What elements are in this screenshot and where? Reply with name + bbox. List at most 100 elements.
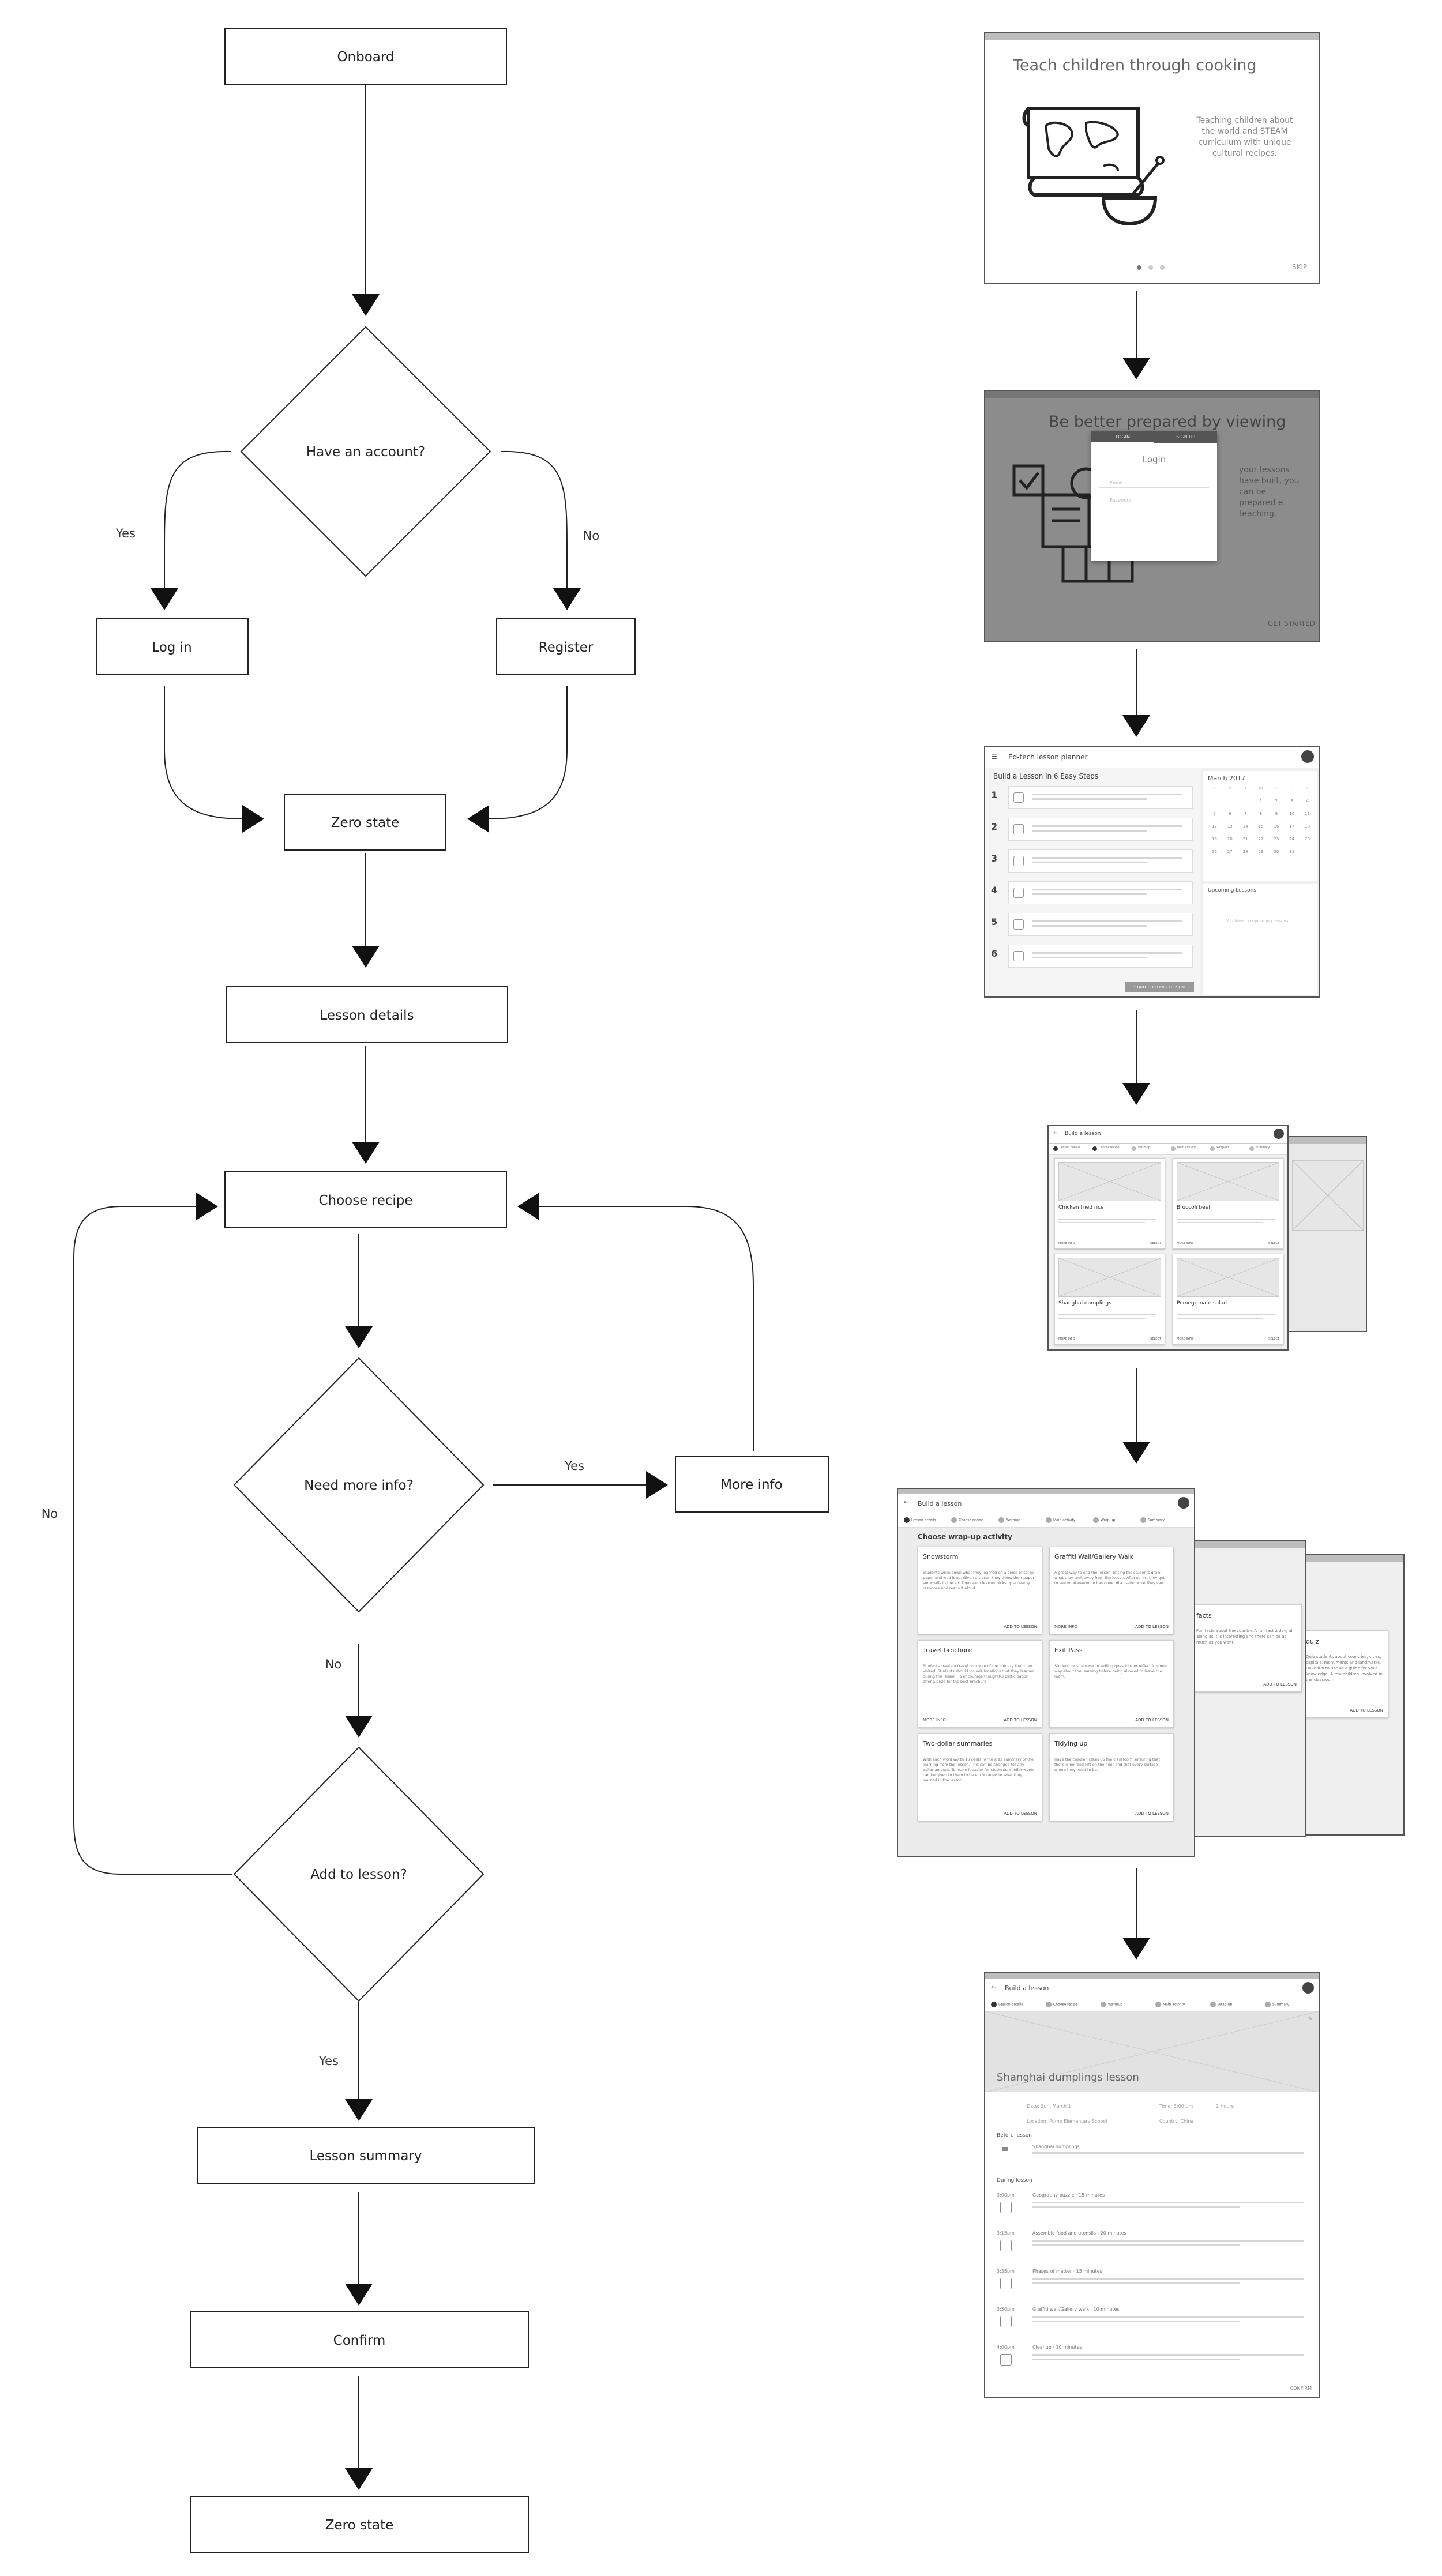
calendar-day[interactable]: 24 [1289, 837, 1295, 841]
step-label[interactable]: Summary [1148, 1518, 1165, 1522]
step-label[interactable]: Warmup [1006, 1518, 1021, 1522]
step-label[interactable]: Main activity [1163, 2002, 1185, 2007]
calendar-day[interactable]: 14 [1242, 824, 1248, 829]
step-label[interactable]: Warmup [1108, 2002, 1123, 2007]
page-dot-active[interactable] [1137, 265, 1141, 270]
calendar-day[interactable]: 1 [1259, 799, 1263, 803]
calendar-day[interactable]: 31 [1289, 849, 1295, 854]
add-to-lesson-button[interactable]: ADD TO LESSON [1004, 1811, 1037, 1816]
calendar-day[interactable]: 22 [1258, 837, 1264, 841]
more-info-button[interactable]: MORE INFO [1058, 1242, 1075, 1245]
add-to-lesson-button[interactable]: ADD TO LESSON [1135, 1811, 1169, 1816]
step-card[interactable] [1008, 818, 1193, 841]
back-arrow-icon[interactable]: ← [904, 1499, 909, 1506]
step-label[interactable]: Choose recipe [959, 1518, 983, 1522]
step-label[interactable]: Main activity [1053, 1518, 1076, 1522]
confirm-button[interactable]: CONFIRM [1290, 2386, 1312, 2391]
activity-card[interactable]: quiz Quiz students about countries, citi… [1301, 1630, 1388, 1718]
more-info-button[interactable]: MORE INFO [923, 1718, 946, 1723]
step-label[interactable]: Choose recipe [1053, 2002, 1078, 2007]
menu-icon[interactable]: ☰ [991, 753, 997, 761]
get-started-button[interactable]: GET STARTED [1268, 619, 1315, 627]
step-label[interactable]: Lesson details [911, 1518, 936, 1522]
step-card[interactable] [1008, 881, 1193, 904]
add-to-lesson-button[interactable]: ADD TO LESSON [1135, 1624, 1169, 1629]
calendar-day[interactable]: 27 [1227, 849, 1233, 854]
select-button[interactable]: SELECT [1150, 1337, 1161, 1341]
calendar-day[interactable]: 16 [1274, 824, 1279, 829]
avatar[interactable] [1301, 750, 1314, 763]
calendar-day[interactable]: 26 [1211, 849, 1217, 854]
calendar-day[interactable]: 11 [1305, 811, 1310, 816]
step-label[interactable]: Choose recipe [1099, 1146, 1120, 1149]
calendar-day[interactable]: 12 [1211, 824, 1217, 829]
calendar-day[interactable]: 8 [1259, 811, 1263, 816]
calendar-day[interactable]: 10 [1289, 811, 1295, 816]
step-label[interactable]: Wrap-up [1218, 2002, 1233, 2007]
page-dot[interactable] [1160, 265, 1165, 270]
calendar-day[interactable]: 21 [1242, 837, 1248, 841]
calendar-day[interactable]: 9 [1275, 811, 1278, 816]
calendar-day[interactable]: 2 [1275, 799, 1278, 803]
step-label[interactable]: Lesson details [1060, 1146, 1080, 1149]
add-to-lesson-button[interactable]: ADD TO LESSON [1263, 1682, 1297, 1687]
email-field[interactable]: Email [1099, 479, 1209, 488]
add-to-lesson-button[interactable]: ADD TO LESSON [1004, 1624, 1037, 1629]
page-dot[interactable] [1148, 265, 1153, 270]
calendar-day[interactable]: 17 [1289, 824, 1295, 829]
calendar-day[interactable]: 19 [1211, 837, 1217, 841]
calendar-day[interactable]: 18 [1305, 824, 1310, 829]
back-arrow-icon[interactable]: ← [1053, 1130, 1058, 1136]
select-button[interactable]: SELECT [1150, 1242, 1161, 1245]
calendar-day[interactable]: 28 [1242, 849, 1248, 854]
calendar-day[interactable]: 15 [1258, 824, 1264, 829]
step-card[interactable] [1008, 945, 1193, 968]
start-building-button[interactable]: START BUILDING LESSON [1125, 982, 1194, 992]
avatar[interactable] [1178, 1497, 1189, 1509]
calendar-day[interactable]: 3 [1290, 799, 1293, 803]
more-info-button[interactable]: MORE INFO [1054, 1624, 1077, 1629]
step-label[interactable]: Warmup [1138, 1146, 1150, 1149]
more-info-button[interactable]: MORE INFO [1177, 1242, 1193, 1245]
select-button[interactable]: SELECT [1268, 1242, 1279, 1245]
tab-signup[interactable]: SIGN UP [1176, 434, 1195, 439]
back-arrow-icon[interactable]: ← [991, 1984, 996, 1991]
activity-card[interactable]: facts Fun facts about the country. A fun… [1191, 1604, 1302, 1692]
calendar-day[interactable]: 23 [1274, 837, 1279, 841]
add-to-lesson-button[interactable]: ADD TO LESSON [1350, 1708, 1383, 1713]
step-label[interactable]: Wrap-up [1101, 1518, 1116, 1522]
step-label[interactable]: Wrap-up [1216, 1146, 1229, 1149]
avatar[interactable] [1274, 1129, 1284, 1139]
skip-button[interactable]: SKIP [1292, 263, 1308, 271]
step-label[interactable]: Lesson details [998, 2002, 1023, 2007]
calendar-day[interactable]: 4 [1306, 799, 1309, 803]
avatar[interactable] [1302, 1982, 1314, 1994]
password-field[interactable]: Password [1099, 496, 1209, 505]
calendar-day[interactable]: 6 [1229, 811, 1231, 816]
calendar-day[interactable]: 13 [1227, 824, 1233, 829]
step-label[interactable]: Summary [1272, 2002, 1289, 2007]
more-info-button[interactable]: MORE INFO [1177, 1337, 1193, 1341]
tab-login[interactable]: LOGIN [1091, 431, 1154, 443]
step-card[interactable] [1008, 913, 1193, 936]
calendar-day[interactable]: 20 [1227, 837, 1233, 841]
calendar-day[interactable]: 5 [1213, 811, 1216, 816]
step-card[interactable] [1008, 849, 1193, 873]
edit-icon[interactable]: ✎ [1308, 2016, 1313, 2022]
calendar-day[interactable]: 30 [1274, 849, 1279, 854]
step-label[interactable]: Main activity [1177, 1146, 1196, 1149]
more-info-button[interactable]: MORE INFO [1058, 1337, 1075, 1341]
step-label[interactable]: Summary [1256, 1146, 1270, 1149]
add-to-lesson-button[interactable]: ADD TO LESSON [1135, 1718, 1169, 1723]
calendar-day[interactable]: 25 [1305, 837, 1310, 841]
